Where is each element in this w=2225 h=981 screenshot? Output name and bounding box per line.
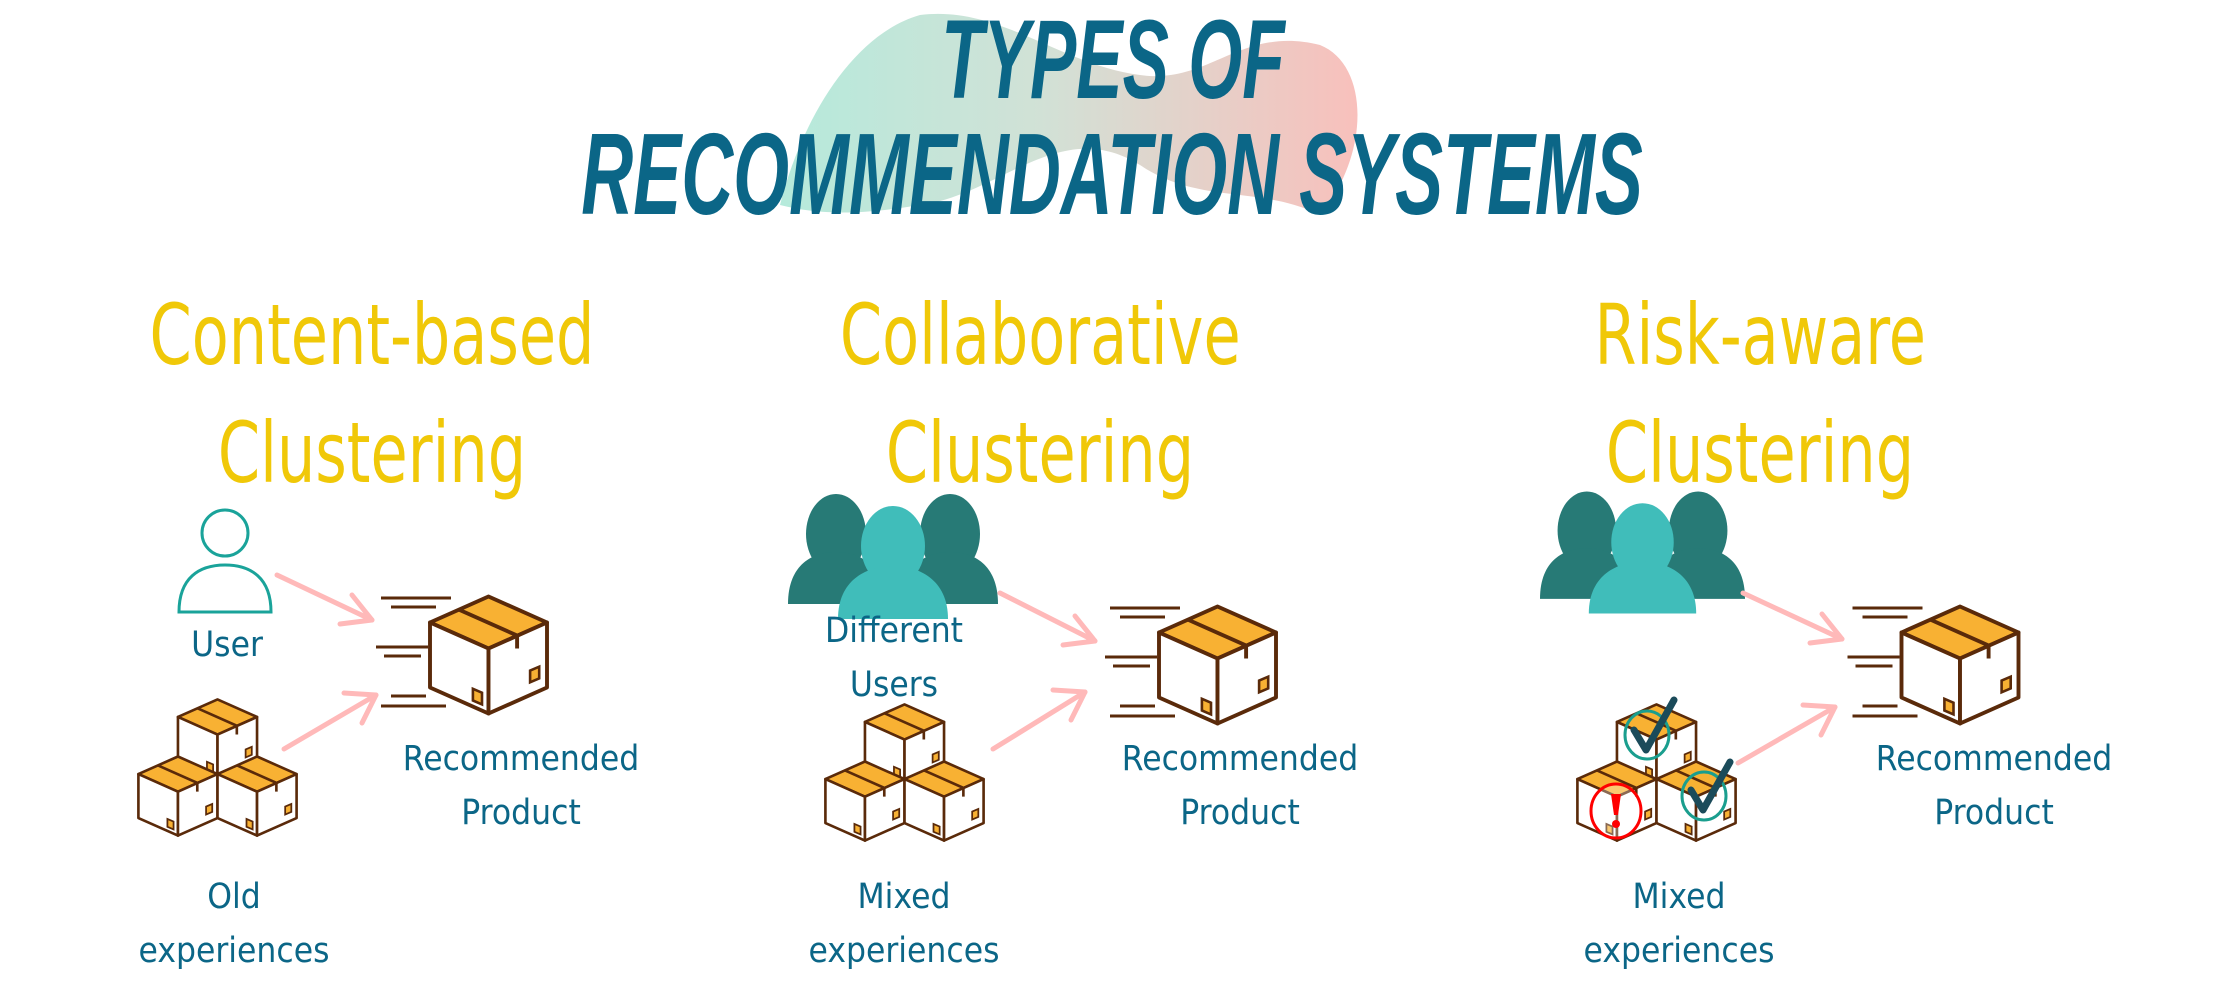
page-title-line-1: TYPES OF [0,4,2225,116]
page-title-line-2: RECOMMENDATION SYSTEMS [0,116,2225,232]
heading-collaborative: Collaborative [690,290,1390,380]
user-outline-icon [177,508,273,614]
heading-text: Clustering [217,404,527,502]
heading-collaborative-clustering: Clustering [690,408,1390,498]
heading-text: Collaborative [839,286,1241,384]
label-user: User [191,625,263,665]
check-icon [1623,696,1678,761]
title-text-2: RECOMMENDATION SYSTEMS [581,109,1644,239]
heading-text: Risk-aware [1594,286,1926,384]
arrow-user-to-product [274,572,375,627]
heading-content-based: Content-based [22,290,722,380]
arrow-experiences-to-product [281,690,379,752]
title-text-1: TYPES OF [940,0,1285,122]
heading-text: Content-based [149,286,595,384]
heading-text: Clustering [1605,404,1915,502]
heading-content-based-clustering: Clustering [22,408,722,498]
box-stack-checked-icon [1564,696,1749,845]
arrow-experiences-to-product [1735,702,1838,766]
brush-stroke-background [780,13,1358,215]
heading-risk-aware: Risk-aware [1410,290,2110,380]
heading-text: Clustering [885,404,1195,502]
warning-icon [1589,782,1643,840]
arrow-users-to-product [997,590,1098,648]
heading-risk-aware-clustering: Clustering [1410,408,2110,498]
arrow-users-to-product [1740,590,1845,646]
arrow-experiences-to-product [990,687,1088,752]
check-icon [1680,758,1734,822]
